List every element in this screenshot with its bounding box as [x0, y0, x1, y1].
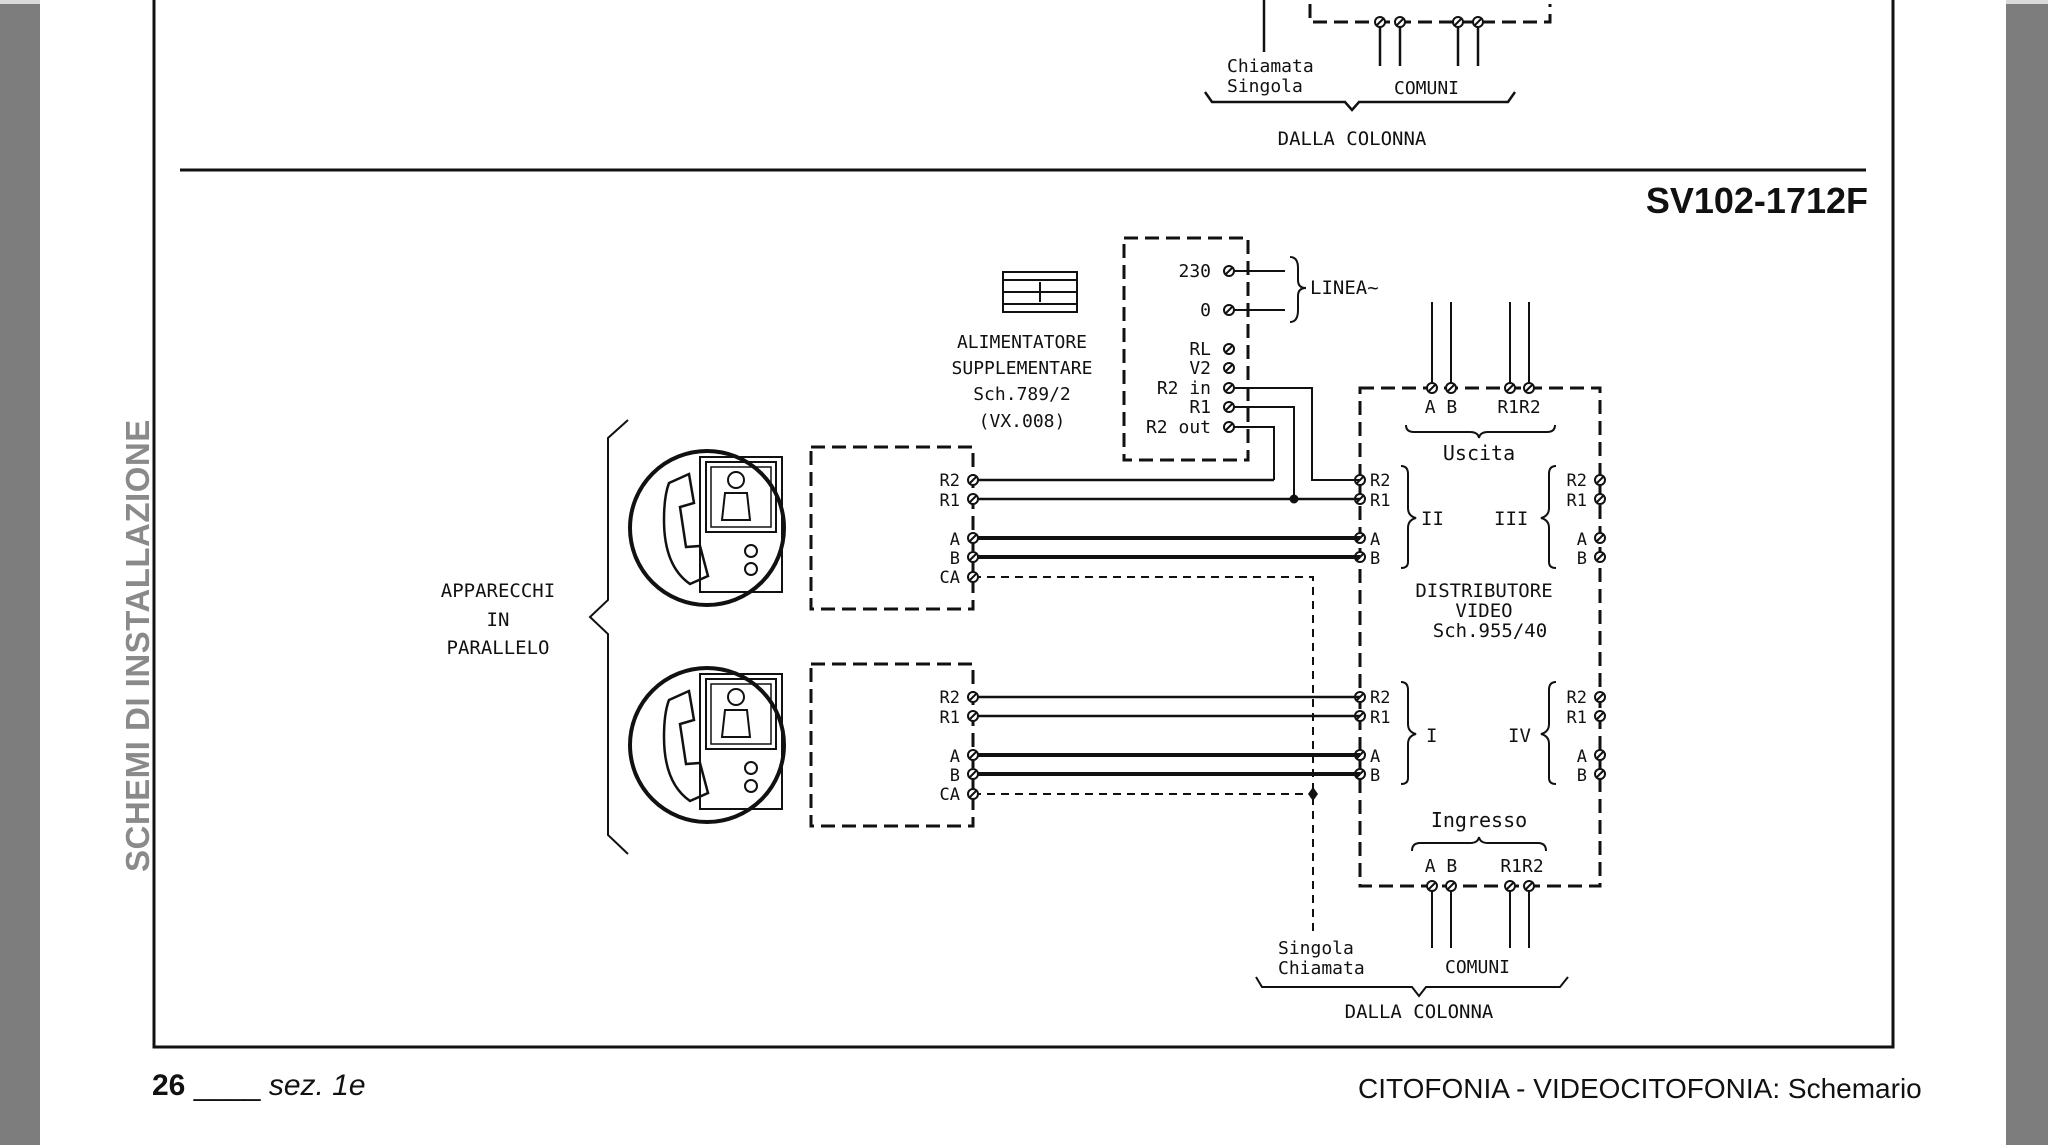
ingresso-brace [1411, 836, 1547, 852]
footer-left: 26 ____ sez. 1e [152, 1069, 366, 1103]
uscita-brace [1405, 424, 1556, 439]
supply-term-r2in: R2 in [1157, 378, 1211, 399]
dist-iv-r2: R2 [1567, 688, 1587, 708]
supply-term-r1: R1 [1189, 397, 1211, 418]
dist-i-b: B [1370, 766, 1380, 786]
supply-term-230: 230 [1178, 261, 1211, 282]
dist-ii-r2: R2 [1370, 471, 1390, 491]
uscita-label: Uscita [1443, 441, 1515, 465]
videophone-icon [628, 449, 786, 607]
group-label-3: PARALLELO [447, 637, 550, 659]
linea-wires [1234, 256, 1307, 323]
dist-iii-r1: R1 [1567, 491, 1587, 511]
dev1-r2: R2 [940, 471, 960, 491]
footer-separator: ____ [193, 1069, 261, 1102]
call-wires [973, 576, 1314, 936]
section-label: sez. 1e [268, 1069, 366, 1102]
supply-caption-4: (VX.008) [979, 411, 1066, 432]
dist-iv-b: B [1577, 766, 1587, 786]
supply-term-v2: V2 [1189, 358, 1211, 379]
group-label-1: APPARECCHI [441, 580, 555, 602]
supply-caption-2: SUPPLEMENTARE [952, 358, 1093, 379]
comuni-label: COMUNI [1445, 957, 1510, 978]
dist-i-r2: R2 [1370, 688, 1390, 708]
device-group-brace [588, 419, 629, 855]
videophone-icon [628, 666, 786, 824]
supply-caption-1: ALIMENTATORE [957, 332, 1087, 353]
device-1-box [809, 445, 975, 611]
uscita-r1-r2: R1R2 [1497, 397, 1540, 418]
supply-icon [1002, 271, 1078, 313]
dalla-colonna-brace [1255, 976, 1569, 998]
dist-ii-r1: R1 [1370, 491, 1390, 511]
port-iii-label: III [1494, 508, 1528, 530]
call-junction [1308, 787, 1318, 801]
distributor-bottom-wires [1431, 886, 1530, 948]
group-label-2: IN [487, 609, 510, 631]
port-i-label: I [1426, 725, 1437, 747]
dev1-a: A [950, 530, 960, 550]
dev2-a: A [950, 747, 960, 767]
side-section-label: SCHEMI DI INSTALLAZIONE [119, 419, 156, 872]
top-singola-label: Singola [1227, 76, 1303, 97]
dev1-b: B [950, 549, 960, 569]
dev2-b: B [950, 766, 960, 786]
distributor-caption-2: VIDEO [1455, 600, 1512, 622]
uscita-a-b: A B [1425, 397, 1458, 418]
distributor-caption-1: DISTRIBUTORE [1415, 580, 1552, 602]
singola-label: Singola [1278, 938, 1354, 959]
port-iv-label: IV [1508, 725, 1531, 747]
distributor-top-wires [1431, 302, 1530, 386]
dev1-r1: R1 [940, 491, 960, 511]
supply-term-r2out: R2 out [1146, 417, 1211, 438]
page-frame [152, 0, 1895, 1049]
dist-ii-b: B [1370, 549, 1380, 569]
dist-iii-r2: R2 [1567, 471, 1587, 491]
chiamata-label: Chiamata [1278, 958, 1365, 979]
dist-i-a: A [1370, 747, 1380, 767]
ingresso-r1-r2: R1R2 [1500, 856, 1543, 877]
dev2-r1: R1 [940, 708, 960, 728]
supply-term-0: 0 [1200, 300, 1211, 321]
supply-term-rl: RL [1189, 339, 1211, 360]
dev2-ca: CA [940, 785, 960, 805]
supply-terminals [1223, 265, 1235, 433]
distributor-caption-3: Sch.955/40 [1433, 620, 1547, 642]
distributor-box [1358, 386, 1602, 888]
top-fragment [1203, 0, 1552, 112]
wires-device-1 [973, 478, 1360, 559]
top-comuni-label: COMUNI [1394, 78, 1459, 99]
dev1-ca: CA [940, 568, 960, 588]
schema-code: SV102-1712F [1645, 180, 1868, 221]
supply-box [1122, 236, 1250, 462]
document-page [40, 0, 2006, 1145]
port-ii-label: II [1421, 508, 1444, 530]
ingresso-a-b: A B [1425, 856, 1458, 877]
supply-caption-3: Sch.789/2 [973, 384, 1071, 405]
dist-iii-b: B [1577, 549, 1587, 569]
device-2-box [809, 662, 975, 828]
ingresso-label: Ingresso [1431, 808, 1527, 832]
dist-ii-a: A [1370, 530, 1380, 550]
dalla-colonna-label: DALLA COLONNA [1345, 1001, 1494, 1023]
wires-device-2 [973, 695, 1360, 776]
page-number: 26 [152, 1069, 186, 1102]
port-braces [1400, 465, 1557, 785]
top-dalla-colonna-label: DALLA COLONNA [1278, 128, 1427, 150]
dist-i-r1: R1 [1370, 708, 1390, 728]
junction-dot [1289, 494, 1299, 504]
dist-iv-r1: R1 [1567, 708, 1587, 728]
top-chiamata-label: Chiamata [1227, 56, 1314, 77]
footer-title: CITOFONIA - VIDEOCITOFONIA: Schemario [1358, 1073, 1922, 1104]
linea-label: LINEA~ [1310, 277, 1379, 299]
dist-iii-a: A [1577, 530, 1587, 550]
dist-iv-a: A [1577, 747, 1587, 767]
dev2-r2: R2 [940, 688, 960, 708]
wires-supply-to-distributor [1234, 387, 1360, 499]
